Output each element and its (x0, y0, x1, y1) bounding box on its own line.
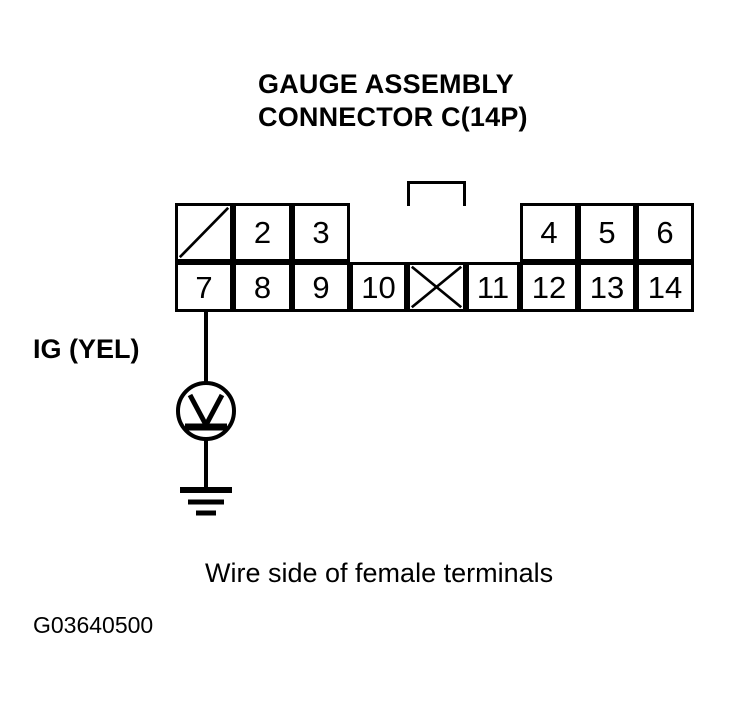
pin-label-9: 9 (312, 269, 330, 305)
title-line-2: CONNECTOR C(14P) (258, 102, 528, 132)
connector-pin-grid: 2 3 4 5 6 7 8 9 10 (175, 181, 694, 312)
blocked-pin-diagonal-icon (178, 206, 230, 259)
pin-label-2: 2 (253, 215, 272, 250)
pin-label-13: 13 (589, 269, 625, 305)
pin-cell-10: 10 (350, 262, 407, 312)
pin-cell-8: 8 (233, 262, 292, 312)
pin-cell-3: 3 (292, 203, 350, 262)
pin-cell-blank (175, 203, 233, 262)
pin-label-8: 8 (253, 269, 272, 305)
diagram-title: GAUGE ASSEMBLY CONNECTOR C(14P) (258, 68, 678, 134)
pin-cell-12: 12 (520, 262, 578, 312)
ground-icon (180, 487, 232, 516)
pin-label-5: 5 (598, 215, 616, 250)
wire-label-ig-yel: IG (YEL) (33, 334, 140, 364)
pin-cell-6: 6 (636, 203, 694, 262)
figure-id: G03640500 (33, 612, 154, 638)
connector-latch-tab (407, 181, 466, 206)
pin-cell-4: 4 (520, 203, 578, 262)
pin-label-11: 11 (476, 269, 510, 305)
pin-cell-2: 2 (233, 203, 292, 262)
pin-cell-9: 9 (292, 262, 350, 312)
diagram-caption: Wire side of female terminals (205, 558, 554, 588)
pin-label-6: 6 (656, 215, 674, 250)
pin-label-4: 4 (540, 215, 558, 250)
test-circuit (176, 312, 236, 516)
pin-cell-keyed-blocked (407, 262, 466, 312)
pin-label-7: 7 (195, 269, 213, 305)
pin-cell-7: 7 (175, 262, 233, 312)
pin-cell-5: 5 (578, 203, 636, 262)
pin-cell-14: 14 (636, 262, 694, 312)
pin-label-12: 12 (531, 269, 567, 305)
pin-label-10: 10 (361, 269, 396, 305)
blocked-pin-cross-icon (410, 265, 463, 309)
pin-cell-13: 13 (578, 262, 636, 312)
pin-label-3: 3 (312, 215, 330, 250)
pin-cell-11: 11 (466, 262, 520, 312)
title-line-1: GAUGE ASSEMBLY (258, 69, 514, 99)
pin-label-14: 14 (647, 269, 683, 305)
voltmeter-icon (176, 381, 236, 441)
